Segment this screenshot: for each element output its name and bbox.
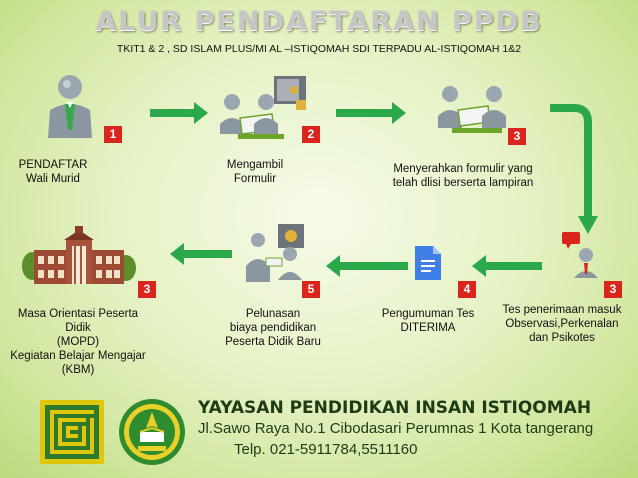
school-building-icon <box>22 226 136 284</box>
step-label: Masa Orientasi Peserta Didik (MOPD) Kegi… <box>10 308 146 376</box>
interview-icon <box>562 232 598 278</box>
step-badge: 3 <box>508 128 526 145</box>
arrow-left-1-icon <box>472 255 542 277</box>
take-form-icon <box>220 76 306 139</box>
phone-text: Telp. 021-5911784,5511160 <box>234 441 418 458</box>
step-label: Pengumuman Tes DITERIMA <box>381 308 475 334</box>
step-badge: 1 <box>104 126 122 143</box>
payment-icon <box>246 224 304 282</box>
step-badge: 4 <box>458 281 476 298</box>
submit-form-icon <box>438 86 506 133</box>
foundation-name: YAYASAN PENDIDIKAN INSAN ISTIQOMAH <box>198 398 592 418</box>
arrow-right-1-icon <box>150 102 208 124</box>
document-icon <box>415 246 441 280</box>
step-label: Pelunasan biaya pendidikan Peserta Didik… <box>225 308 321 348</box>
arrow-down-turn-icon <box>550 104 598 234</box>
person-icon <box>48 75 92 138</box>
school-emblem-logo <box>119 399 185 465</box>
step-label: Mengambil Formulir <box>226 159 284 185</box>
arrow-left-2-icon <box>326 255 408 277</box>
arrow-left-3-icon <box>170 243 232 265</box>
page-subtitle: TKIT1 & 2 , SD ISLAM PLUS/MI AL –ISTIQOM… <box>116 43 522 55</box>
step-label: PENDAFTAR Wali Murid <box>18 159 88 185</box>
kufic-calligraphy-logo <box>40 400 104 464</box>
page-title: ALUR PENDAFTARAN PPDB <box>95 6 543 37</box>
address-text: Jl.Sawo Raya No.1 Cibodasari Perumnas 1 … <box>198 420 594 437</box>
step-label: Tes penerimaan masuk Observasi,Perkenala… <box>502 304 622 344</box>
step-badge: 2 <box>302 126 320 143</box>
step-badge: 3 <box>604 281 622 298</box>
step-badge: 3 <box>138 281 156 298</box>
step-label: Menyerahkan formulir yang telah dlisi be… <box>392 163 534 189</box>
arrow-right-2-icon <box>336 102 406 124</box>
step-badge: 5 <box>302 281 320 298</box>
